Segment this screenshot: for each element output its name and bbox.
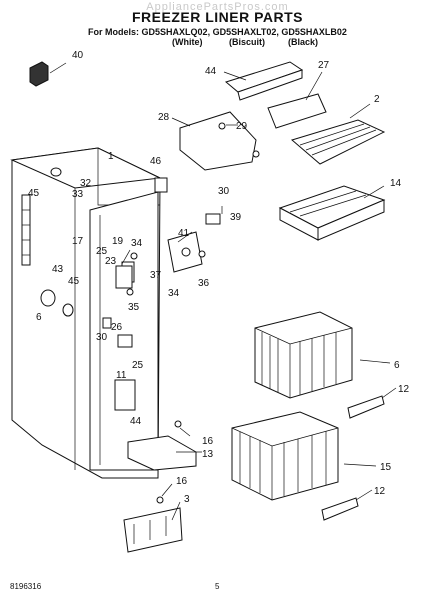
part-40-cap: [29, 61, 67, 87]
part-28-housing: [171, 111, 260, 171]
callout-1: 1: [108, 151, 114, 162]
part-46-clip: [154, 177, 168, 193]
part-15-basket: [231, 411, 377, 501]
part-6-basket: [254, 311, 391, 399]
callout-26: 26: [111, 322, 123, 333]
callout-42: 44: [205, 66, 217, 77]
callout-4: 6: [36, 312, 42, 323]
part-14-glass-shelf: [278, 185, 386, 241]
callout-12-upper: 12: [398, 384, 410, 395]
callout-34-lower: 34: [168, 288, 180, 299]
part-42-bracket: [223, 61, 304, 101]
diagram-title: FREEZER LINER PARTS: [131, 9, 304, 25]
callout-22: 23: [105, 256, 117, 267]
callout-13: 13: [202, 449, 214, 460]
callout-30-lower: 30: [96, 332, 108, 343]
models-line: For Models: GD5SHAXLQ02, GD5SHAXLT02, GD…: [88, 27, 347, 37]
callout-46: 46: [150, 156, 162, 167]
callout-23: 25: [96, 246, 108, 257]
variant-biscuit: (Biscuit): [229, 37, 265, 47]
callout-27: 27: [318, 60, 330, 71]
callout-28: 28: [158, 112, 170, 123]
callout-30-upper: 30: [218, 186, 230, 197]
part-27-cover: [267, 71, 327, 129]
callout-35: 35: [128, 302, 140, 313]
callout-33: 33: [72, 189, 84, 200]
callout-37: 37: [150, 270, 162, 281]
callout-11: 11: [116, 370, 127, 381]
part-38-switch: [205, 206, 223, 225]
callout-36: 36: [198, 278, 210, 289]
watermark-text: AppliancePartsPros.com: [146, 1, 289, 13]
callout-29: 29: [236, 121, 248, 132]
callout-40: 40: [72, 50, 84, 61]
callout-14: 14: [390, 178, 402, 189]
part-13-rail: [127, 420, 202, 471]
callout-32: 32: [80, 178, 92, 189]
callout-17: 17: [72, 236, 84, 247]
part-2-wire-shelf: [290, 103, 386, 165]
callout-44: 45: [68, 276, 80, 287]
callout-12-lower: 12: [374, 486, 386, 497]
callout-6: 6: [394, 360, 400, 371]
freezer-liner-part: [10, 147, 162, 479]
callout-43: 43: [52, 264, 64, 275]
variant-black: (Black): [288, 37, 319, 47]
callout-2: 2: [374, 94, 380, 105]
variant-white: (White): [172, 37, 203, 47]
part-39-thermostat: [167, 231, 206, 273]
part-12-basket-trim-lower: [321, 489, 373, 521]
part-12-basket-trim-upper: [347, 387, 397, 419]
callout-39: 41: [178, 228, 190, 239]
footer-part-number: 8196316: [10, 582, 42, 591]
callout-16-upper: 16: [202, 436, 214, 447]
part-19-control-box: [115, 249, 138, 296]
callout-25: 25: [132, 360, 144, 371]
footer-page-number: 5: [215, 582, 220, 591]
callout-16-lower: 16: [176, 476, 188, 487]
callout-45: 45: [28, 188, 40, 199]
callout-19: 19: [112, 236, 124, 247]
callout-41: 44: [130, 416, 142, 427]
part-3-bracket: [123, 483, 183, 553]
callout-15: 15: [380, 462, 392, 473]
callout-34-upper: 34: [131, 238, 143, 249]
callout-3: 3: [184, 494, 190, 505]
callout-38: 39: [230, 212, 242, 223]
